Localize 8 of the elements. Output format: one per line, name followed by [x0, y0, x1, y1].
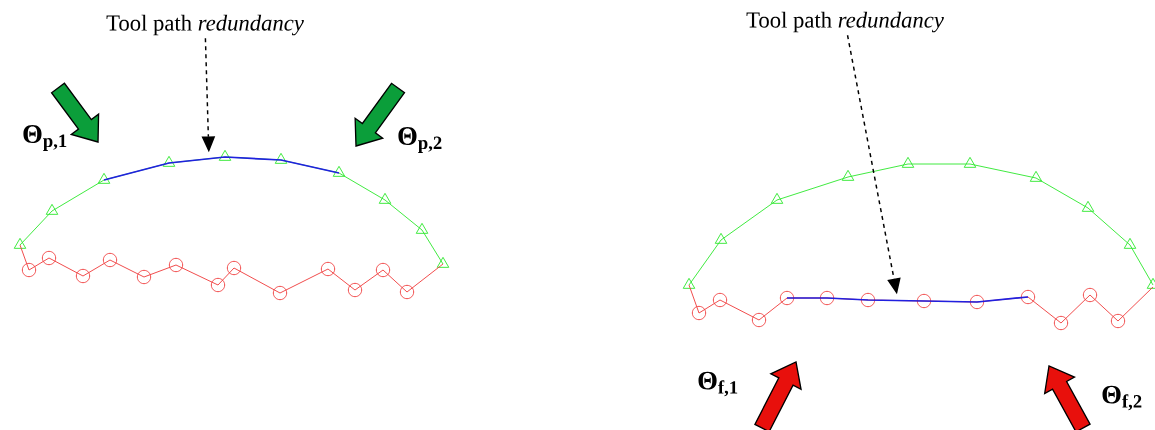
callout-text: Tool path redundancy — [106, 14, 304, 36]
angle-label: Θ$_{f,2}$ — [1102, 385, 1142, 411]
angle-label: Θ$_{p,1}$ — [23, 125, 67, 151]
angle-label: Θ$_{f,1}$ — [698, 371, 738, 397]
callout-text: Tool path redundancy — [746, 11, 944, 33]
redundant-segment — [786, 296, 1029, 303]
redundant-segment — [103, 156, 340, 181]
angle-label: Θ$_{p,2}$ — [398, 127, 442, 153]
